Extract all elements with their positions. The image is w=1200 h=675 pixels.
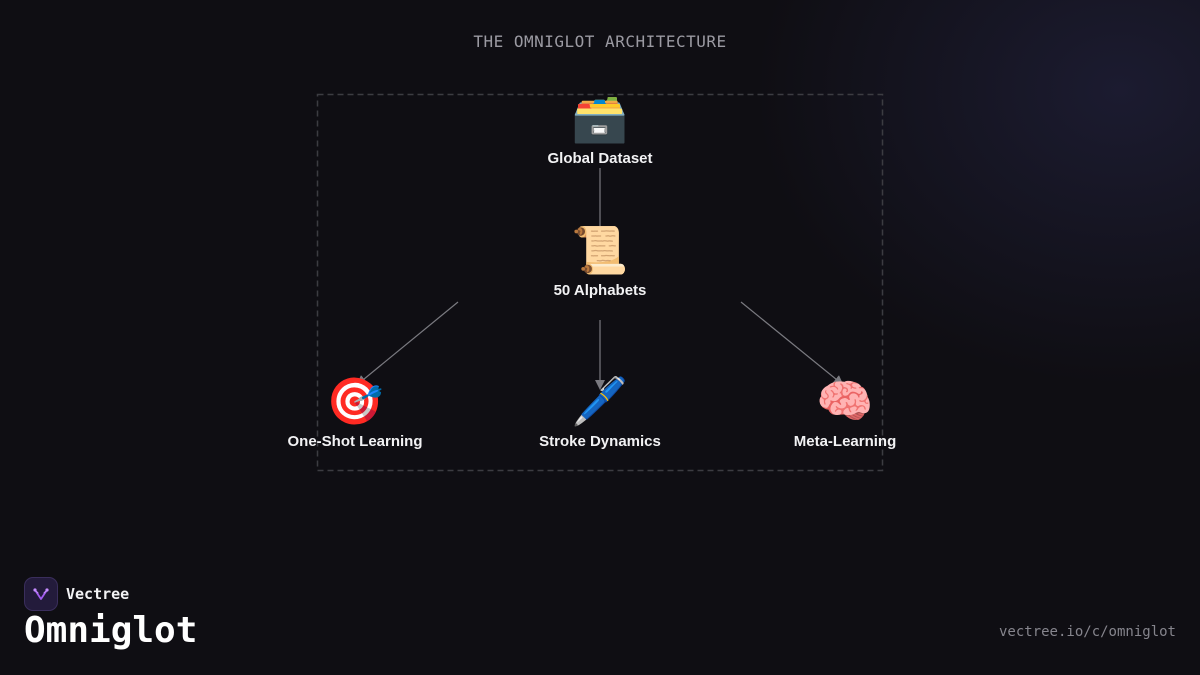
page-title: Omniglot <box>24 610 198 651</box>
edge-alphabets-to-one-shot <box>356 301 459 386</box>
edge-alphabets-to-meta <box>740 301 844 386</box>
brain-icon: 🧠 <box>816 375 874 427</box>
node-meta-learning: 🧠 Meta-Learning <box>745 373 945 450</box>
node-label: Stroke Dynamics <box>539 433 661 450</box>
direct-hit-target-icon: 🎯 <box>326 375 384 427</box>
node-label: One-Shot Learning <box>287 433 423 450</box>
brand: Vectree <box>24 577 129 611</box>
node-stroke-dynamics: 🖊️ Stroke Dynamics <box>500 373 700 450</box>
vectree-logo-icon <box>24 577 58 611</box>
diagram-heading: THE OMNIGLOT ARCHITECTURE <box>473 32 727 51</box>
brand-name: Vectree <box>66 585 130 603</box>
node-label: Meta-Learning <box>793 433 897 450</box>
diagram-frame <box>316 93 884 472</box>
pen-icon: 🖊️ <box>571 375 629 427</box>
node-50-alphabets: 📜 50 Alphabets <box>500 222 700 299</box>
source-url: vectree.io/c/omniglot <box>998 624 1176 640</box>
node-global-dataset: 🗃️ Global Dataset <box>500 90 700 167</box>
card-file-box-icon: 🗃️ <box>571 92 629 144</box>
node-one-shot-learning: 🎯 One-Shot Learning <box>255 373 455 450</box>
node-label: 50 Alphabets <box>553 282 647 299</box>
scroll-icon: 📜 <box>571 224 629 276</box>
node-label: Global Dataset <box>547 150 653 167</box>
